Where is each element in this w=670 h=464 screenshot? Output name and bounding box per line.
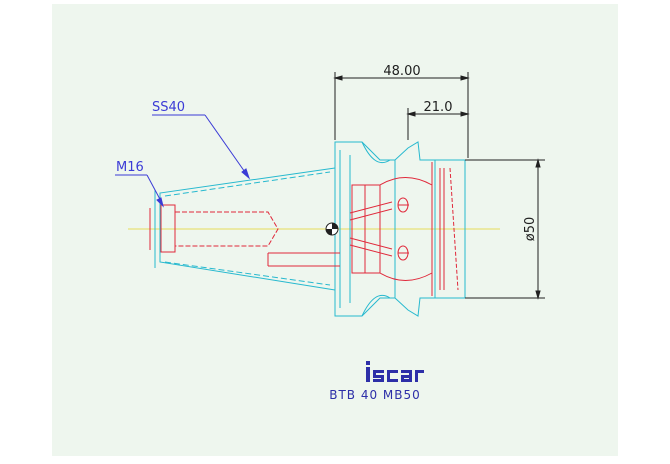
callout-taper	[152, 114, 251, 180]
dimension-diameter	[465, 158, 545, 300]
dimension-overall-length-label: 48.00	[383, 64, 420, 79]
internal-detail	[149, 162, 459, 296]
flange-body	[334, 141, 466, 317]
dimension-diameter-label: ø50	[523, 217, 538, 242]
iscar-logo	[366, 361, 424, 382]
callout-thread	[115, 174, 164, 208]
callout-taper-label: SS40	[152, 100, 185, 115]
dimension-flange-length-label: 21.0	[424, 100, 453, 115]
callout-thread-label: M16	[116, 160, 144, 175]
part-caption: BTB 40 MB50	[329, 388, 421, 402]
taper-shank	[154, 167, 336, 291]
dimension-flange-length	[406, 108, 470, 140]
reference-point-icon	[325, 222, 339, 236]
